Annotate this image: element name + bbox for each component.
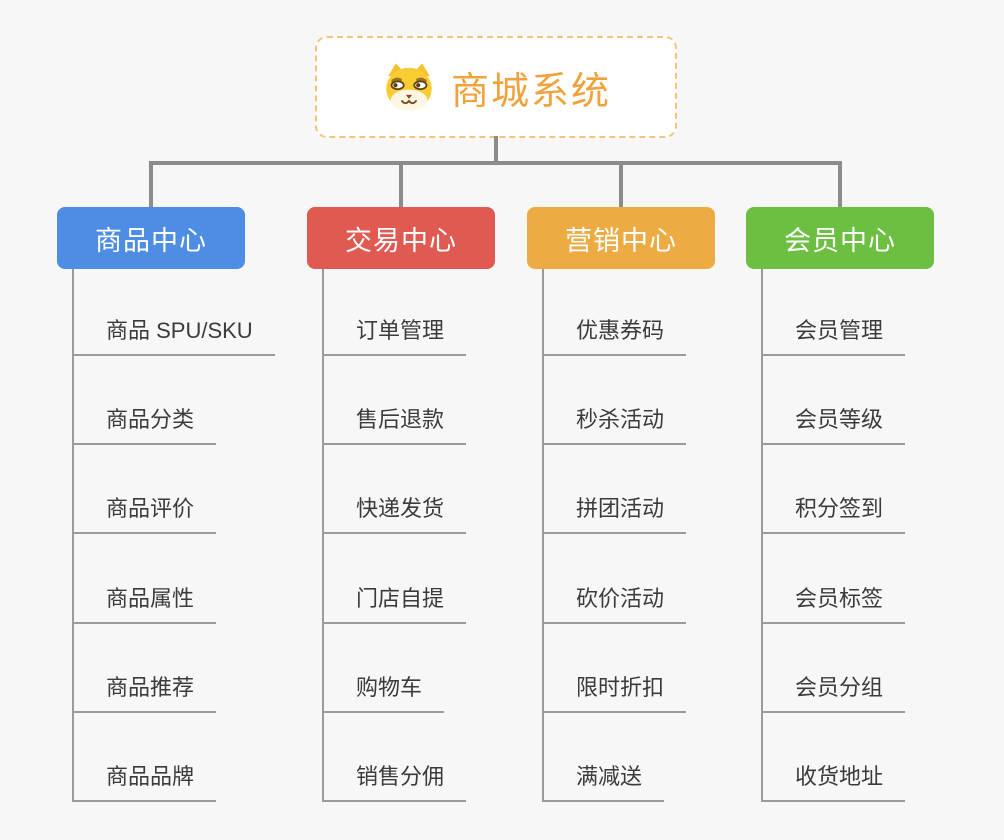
connector-trunk	[761, 269, 763, 802]
branch-item[interactable]: 优惠券码	[542, 314, 687, 356]
connector-root-stem	[494, 136, 498, 161]
shiba-dog-icon	[381, 62, 437, 112]
branch-item[interactable]: 商品 SPU/SKU	[72, 314, 275, 356]
connector-trunk	[542, 269, 544, 802]
connector-trunk	[72, 269, 74, 802]
connector-bus	[149, 161, 842, 165]
branch-box-4[interactable]: 会员中心	[746, 207, 934, 269]
branch-box-3[interactable]: 营销中心	[527, 207, 715, 269]
connector-drop	[838, 161, 842, 207]
connector-drop	[399, 161, 403, 207]
branch-item[interactable]: 商品属性	[72, 582, 217, 624]
root-node[interactable]: 商城系统	[315, 36, 677, 138]
branch-item[interactable]: 商品分类	[72, 403, 217, 445]
branch-item[interactable]: 商品推荐	[72, 671, 217, 713]
branch-item[interactable]: 满减送	[542, 760, 665, 802]
branch-box-1[interactable]: 商品中心	[57, 207, 245, 269]
branch-item[interactable]: 快递发货	[322, 492, 467, 534]
branch-item[interactable]: 订单管理	[322, 314, 467, 356]
branch-label: 商品中心	[95, 225, 207, 256]
branch-item[interactable]: 会员标签	[761, 582, 906, 624]
branch-box-2[interactable]: 交易中心	[307, 207, 495, 269]
connector-trunk	[322, 269, 324, 802]
root-title: 商城系统	[450, 70, 611, 113]
branch-item[interactable]: 购物车	[322, 671, 445, 713]
branch-item[interactable]: 门店自提	[322, 582, 467, 624]
branch-item[interactable]: 收货地址	[761, 760, 906, 802]
connector-drop	[619, 161, 623, 207]
branch-item[interactable]: 拼团活动	[542, 492, 687, 534]
branch-item[interactable]: 会员管理	[761, 314, 906, 356]
branch-item[interactable]: 秒杀活动	[542, 403, 687, 445]
branch-label: 交易中心	[345, 225, 457, 256]
branch-label: 会员中心	[784, 225, 896, 256]
branch-item[interactable]: 销售分佣	[322, 760, 467, 802]
branch-item[interactable]: 商品评价	[72, 492, 217, 534]
branch-item[interactable]: 会员等级	[761, 403, 906, 445]
branch-item[interactable]: 售后退款	[322, 403, 467, 445]
branch-item[interactable]: 商品品牌	[72, 760, 217, 802]
branch-label: 营销中心	[565, 225, 677, 256]
branch-item[interactable]: 限时折扣	[542, 671, 687, 713]
branch-item[interactable]: 会员分组	[761, 671, 906, 713]
branch-item[interactable]: 砍价活动	[542, 582, 687, 624]
branch-item[interactable]: 积分签到	[761, 492, 906, 534]
connector-drop	[149, 161, 153, 207]
